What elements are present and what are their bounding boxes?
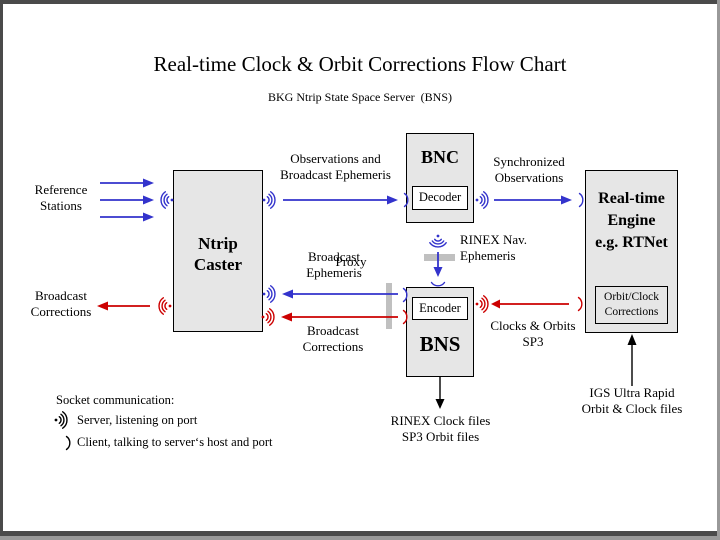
synchronized-observations-arrow (494, 195, 572, 205)
ntrip-caster-label: Ntrip (198, 234, 238, 253)
frame-left (0, 0, 3, 536)
client-socket-icon (577, 296, 583, 312)
socket-legend-server: Server, listening on port (77, 413, 198, 427)
client-socket-icon (65, 435, 71, 451)
ntrip-caster-label: Caster (193, 255, 243, 274)
rinex-clock-files-arrow (435, 377, 445, 409)
clocks-orbits-arrow (491, 299, 569, 309)
server-socket-icon (261, 285, 276, 303)
bns-box: Encoder BNS (406, 287, 474, 377)
engine-label: Real-time (598, 190, 665, 207)
server-socket-icon (474, 191, 489, 209)
rinex-nav-arrow (433, 252, 443, 277)
broadcast-corrections-left-label: Broadcast Corrections (30, 288, 92, 319)
frame-bottom-light (0, 536, 720, 540)
broadcast-ephemeris-arrow (282, 289, 398, 299)
socket-legend-client: Client, talking to server‘s host and por… (77, 435, 273, 449)
igs-input-arrow (627, 334, 637, 386)
client-socket-icon (430, 281, 446, 287)
server-socket-icon (474, 295, 489, 313)
bnc-title: BNC (420, 147, 459, 167)
frame-bottom-dark (0, 531, 717, 536)
proxy-bar-horizontal (424, 254, 455, 261)
frame-right (717, 0, 720, 540)
broadcast-corrections-mid-label: Broadcast Corrections (302, 323, 364, 354)
engine-label: e.g. RTNet (595, 234, 668, 251)
broadcast-corrections-mid-arrow (281, 312, 398, 322)
orbit-clock-corrections-box: Orbit/Clock Corrections (595, 286, 668, 324)
observations-arrow (283, 195, 398, 205)
bnc-box: BNC Decoder (406, 133, 474, 223)
page-subtitle: BKG Ntrip State Space Server (BNS) (268, 90, 452, 104)
rinex-clock-files-label: RINEX Clock files SP3 Orbit files (390, 413, 491, 444)
server-socket-icon (53, 411, 68, 429)
broadcast-ephemeris-label: Broadcast Ephemeris (306, 249, 362, 280)
realtime-engine-box: Real-time Engine e.g. RTNet Orbit/Clock … (585, 170, 678, 333)
page-title: Real-time Clock & Orbit Corrections Flow… (153, 52, 567, 76)
igs-ultra-rapid-label: IGS Ultra Rapid Orbit & Clock files (581, 385, 683, 416)
bns-title: BNS (419, 332, 461, 356)
frame-top (0, 0, 720, 4)
rinex-nav-label: RINEX Nav. Ephemeris (460, 232, 528, 263)
observations-label: Observations and Broadcast Ephemeris (280, 151, 391, 182)
server-socket-icon (429, 233, 447, 248)
reference-stations-label: Reference Stations (34, 182, 88, 213)
ntrip-caster-box: Ntrip Caster (173, 170, 263, 332)
synchronized-observations-label: Synchronized Observations (493, 154, 565, 185)
server-socket-icon (158, 297, 173, 315)
server-socket-icon (261, 191, 276, 209)
decoder-box: Decoder (412, 186, 468, 210)
proxy-label: Proxy (335, 254, 367, 269)
engine-label: Engine (607, 212, 656, 229)
client-socket-icon (578, 192, 584, 208)
clocks-orbits-label: Clocks & Orbits SP3 (490, 318, 576, 349)
encoder-box: Encoder (412, 297, 468, 320)
socket-legend-heading: Socket communication: (56, 393, 175, 407)
server-socket-icon (160, 191, 175, 209)
